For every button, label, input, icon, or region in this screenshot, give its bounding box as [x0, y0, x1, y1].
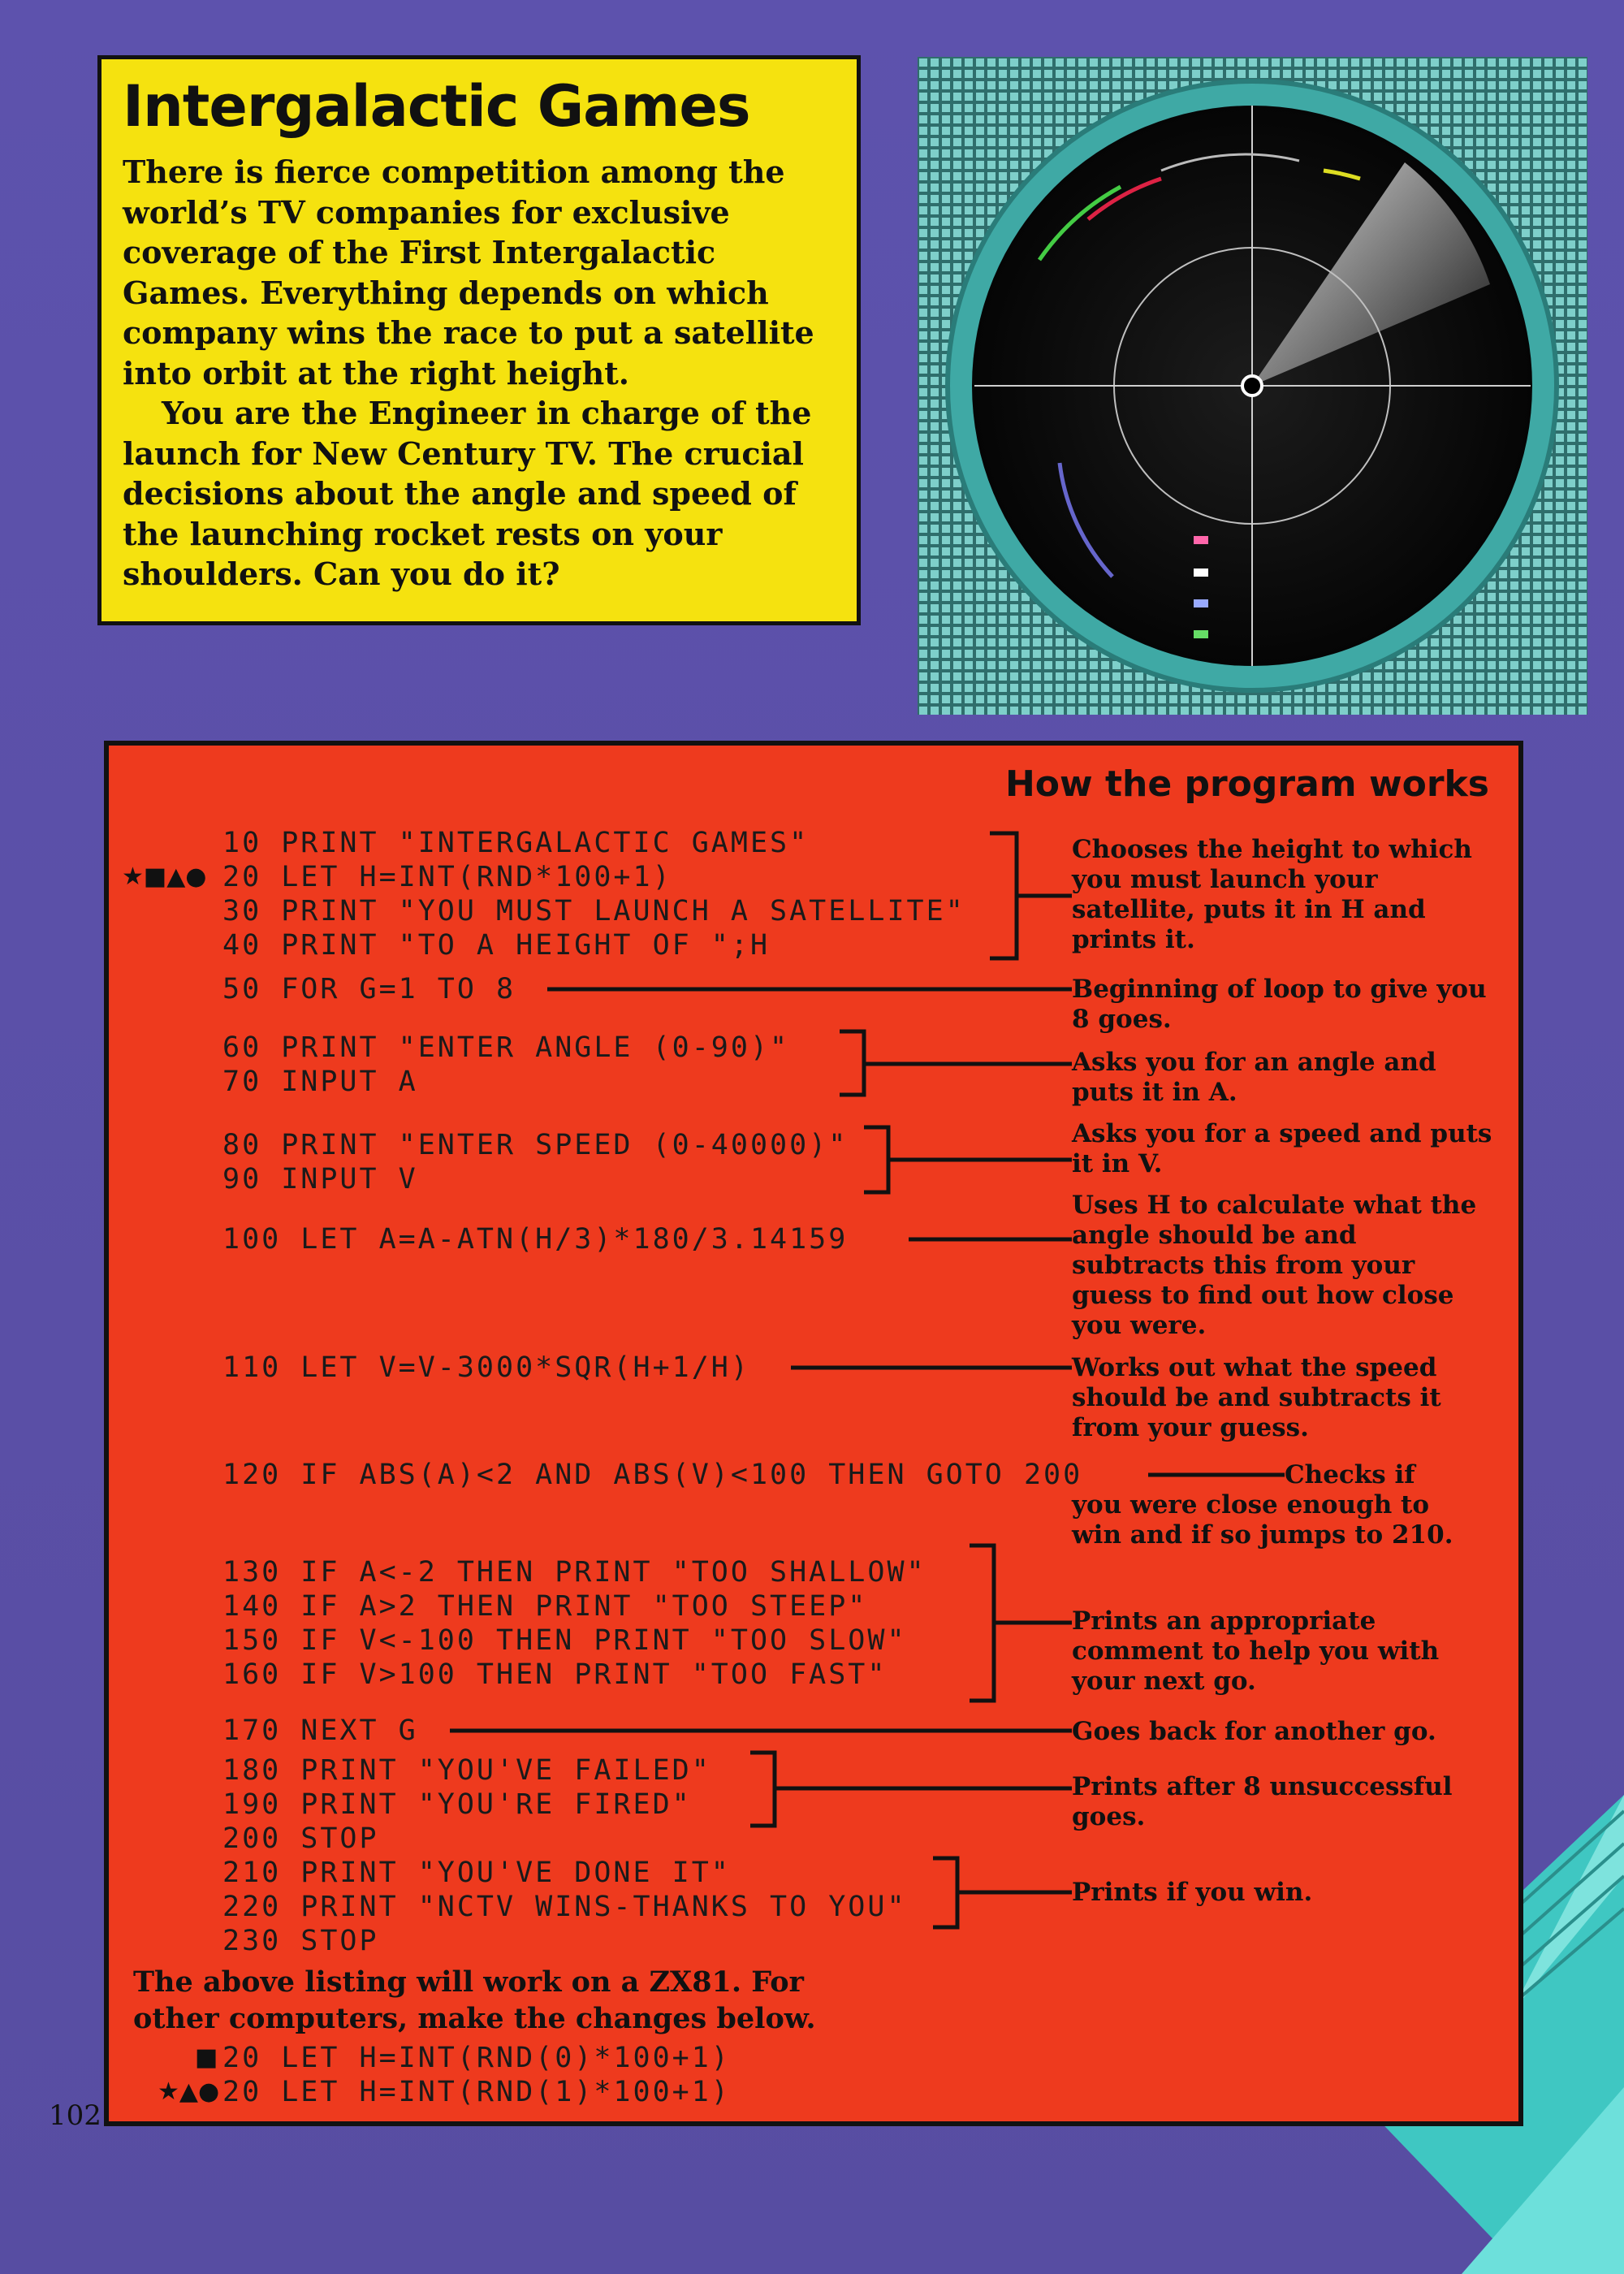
code-line-90: 90 INPUT V [222, 1163, 418, 1195]
page-title: Intergalactic Games [123, 73, 751, 140]
code-line-100: 100 LET A=A-ATN(H/3)*180/3.14159 [222, 1223, 849, 1256]
code-line-150: 150 IF V<-100 THEN PRINT "TOO SLOW" [222, 1624, 907, 1657]
code-line-160: 160 IF V>100 THEN PRINT "TOO FAST" [222, 1658, 888, 1691]
intro-box: Intergalactic Games There is fierce comp… [97, 55, 861, 625]
alt-code-line-2: 20 LET H=INT(RND(1)*100+1) [222, 2076, 731, 2108]
code-line-70: 70 INPUT A [222, 1066, 418, 1098]
code-line-200: 200 STOP [222, 1822, 379, 1855]
intro-paragraph-2: You are the Engineer in charge of the la… [123, 395, 812, 592]
code-line-190: 190 PRINT "YOU'RE FIRED" [222, 1788, 692, 1821]
note-win: Prints if you win. [1072, 1878, 1313, 1907]
program-listing-box: How the program works [104, 741, 1523, 2126]
page-number: 102 [49, 2099, 102, 2132]
code-line-60: 60 PRINT "ENTER ANGLE (0-90)" [222, 1031, 790, 1064]
code-line-220: 220 PRINT "NCTV WINS-THANKS TO YOU" [222, 1891, 907, 1923]
code-line-210: 210 PRINT "YOU'VE DONE IT" [222, 1857, 731, 1889]
computer-markers: ★■▲● [122, 862, 207, 891]
code-line-130: 130 IF A<-2 THEN PRINT "TOO SHALLOW" [222, 1556, 926, 1589]
code-line-20: 20 LET H=INT(RND*100+1) [222, 861, 672, 893]
radar-illustration [918, 57, 1587, 715]
code-line-80: 80 PRINT "ENTER SPEED (0-40000)" [222, 1129, 849, 1161]
note-win-check: Checks if you were close enough to win a… [1072, 1460, 1453, 1550]
listing-footer-note: The above listing will work on a ZX81. F… [133, 1965, 816, 2035]
note-failed: Prints after 8 unsuccessful goes. [1072, 1772, 1453, 1831]
code-line-230: 230 STOP [222, 1925, 379, 1957]
note-angle-calc: Uses H to calculate what the angle shoul… [1072, 1191, 1477, 1340]
note-speed-calc: Works out what the speed should be and s… [1072, 1353, 1441, 1442]
how-it-works-heading: How the program works [1004, 763, 1489, 805]
note-comment: Prints an appropriate comment to help yo… [1072, 1606, 1440, 1696]
alt-marker-1: ■ [195, 2043, 218, 2072]
code-line-180: 180 PRINT "YOU'VE FAILED" [222, 1754, 711, 1787]
code-line-50: 50 FOR G=1 TO 8 [222, 973, 516, 1005]
note-height: Chooses the height to which you must lau… [1072, 835, 1472, 954]
note-loop: Beginning of loop to give you 8 goes. [1072, 975, 1487, 1034]
note-speed: Asks you for a speed and puts it in V. [1072, 1119, 1492, 1178]
intro-paragraph-1: There is fierce competition among the wo… [123, 153, 814, 391]
note-next-go: Goes back for another go. [1072, 1717, 1436, 1746]
code-line-10: 10 PRINT "INTERGALACTIC GAMES" [222, 827, 810, 859]
alt-marker-2: ★▲● [158, 2077, 220, 2106]
code-line-170: 170 NEXT G [222, 1714, 418, 1747]
code-line-40: 40 PRINT "TO A HEIGHT OF ";H [222, 929, 771, 962]
code-line-110: 110 LET V=V-3000*SQR(H+1/H) [222, 1351, 750, 1384]
alt-code-line-1: 20 LET H=INT(RND(0)*100+1) [222, 2042, 731, 2074]
code-line-140: 140 IF A>2 THEN PRINT "TOO STEEP" [222, 1590, 868, 1623]
code-line-30: 30 PRINT "YOU MUST LAUNCH A SATELLITE" [222, 895, 965, 927]
code-line-120: 120 IF ABS(A)<2 AND ABS(V)<100 THEN GOTO… [222, 1459, 1083, 1491]
note-angle: Asks you for an angle and puts it in A. [1072, 1048, 1436, 1107]
